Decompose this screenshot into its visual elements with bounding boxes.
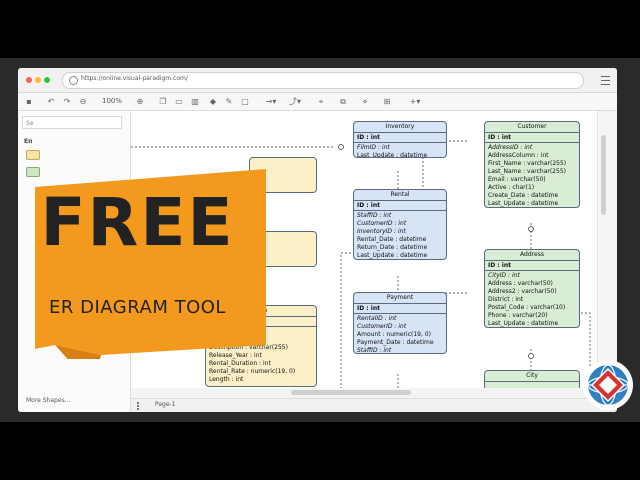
zoom-level[interactable]: 100%	[102, 97, 123, 105]
entity-attribute[interactable]: Rental_Date : datetime	[357, 236, 427, 243]
group-icon[interactable]: ⊞	[383, 97, 391, 106]
browser-titlebar: https://online.visual-paradigm.com/	[18, 68, 617, 93]
entity-address-title: Address	[485, 250, 579, 261]
address-bar-url: https://online.visual-paradigm.com/	[81, 75, 188, 82]
vertical-scroll-thumb[interactable]	[601, 135, 606, 215]
entity-shape-thumbnail[interactable]	[26, 150, 40, 160]
entity-attribute[interactable]: Active : char(1)	[488, 184, 535, 191]
entity-attribute[interactable]: Postal_Code : varchar(10)	[488, 304, 566, 311]
vertical-scrollbar[interactable]	[597, 111, 617, 398]
entity-attribute[interactable]: Last_Update : datetime	[488, 200, 559, 207]
entity-attribute[interactable]: Last_Name : varchar(255)	[488, 168, 566, 175]
connector-style-icon[interactable]: →▾	[265, 97, 277, 106]
entity-attribute[interactable]: Length : int	[209, 376, 244, 383]
entity-attribute[interactable]: AddressColumn : int	[488, 152, 549, 159]
shadow-icon[interactable]: ▢	[241, 97, 249, 106]
entity-attribute[interactable]: Amount : numeric(19, 0)	[357, 331, 431, 338]
entity-attribute[interactable]: First_Name : varchar(255)	[488, 160, 567, 167]
maximize-window-dot[interactable]	[44, 77, 50, 83]
close-window-dot[interactable]	[26, 77, 32, 83]
shape-search-input[interactable]: Se	[22, 116, 122, 129]
entity-inventory-title: Inventory	[354, 122, 446, 133]
entity-attribute[interactable]: ID : int	[485, 134, 579, 143]
entity-attribute[interactable]: Create_Date : datetime	[488, 192, 559, 199]
entity-attribute[interactable]: InventoryID : int	[357, 228, 406, 235]
align-icon[interactable]: ⌖	[318, 97, 324, 106]
page-tabs-bar: Page-1	[131, 398, 617, 412]
entity-attribute[interactable]: ID : int	[354, 134, 446, 143]
minimize-window-dot[interactable]	[35, 77, 41, 83]
more-shapes-link[interactable]: More Shapes...	[26, 397, 71, 404]
fill-color-icon[interactable]: ◆	[209, 97, 217, 106]
entity-attribute[interactable]: CustomerID : int	[357, 220, 407, 227]
paste-icon[interactable]: ▭	[175, 97, 183, 106]
entity-attribute[interactable]: AddressID : int	[488, 144, 533, 151]
entity-shape-thumbnail[interactable]	[26, 167, 40, 177]
entity-customer-title: Customer	[485, 122, 579, 133]
entity-city-title: City	[485, 371, 579, 382]
zoom-in-icon[interactable]: ⊕	[136, 97, 144, 106]
undo-icon[interactable]: ↶	[47, 97, 55, 106]
save-icon[interactable]: ▪	[26, 97, 32, 106]
delete-icon[interactable]: ▥	[191, 97, 199, 106]
entity-attribute[interactable]: Release_Year : int	[209, 352, 262, 359]
address-bar[interactable]: https://online.visual-paradigm.com/	[62, 72, 584, 89]
distribute-icon[interactable]: ⋄	[362, 97, 368, 106]
entity-attribute[interactable]: ID : int	[354, 305, 446, 314]
banner-background	[35, 169, 266, 355]
screen-stage: https://online.visual-paradigm.com/ ▪ ↶ …	[0, 58, 640, 422]
insert-icon[interactable]: +▾	[409, 97, 421, 106]
visual-paradigm-logo-icon	[583, 360, 633, 410]
entity-attribute[interactable]: CityID : int	[488, 272, 520, 279]
line-color-icon[interactable]: ✎	[225, 97, 233, 106]
entity-attribute[interactable]: Rental_Rate : numeric(19, 0)	[209, 368, 296, 375]
banner-ribbon-tail	[55, 345, 101, 359]
entity-attribute[interactable]: StaffID : int	[357, 347, 392, 354]
editor-toolbar: ▪ ↶ ↷ ⊖ 100% ⊕ ❐ ▭ ▥ ◆ ✎ ▢ →▾ ⤴▾ ⌖ ⧉ ⋄ ⊞…	[18, 93, 617, 131]
entity-attribute[interactable]: StaffID : int	[357, 212, 392, 219]
entity-attribute[interactable]: Last_Update : datetime	[488, 320, 559, 327]
redo-icon[interactable]: ↷	[63, 97, 71, 106]
connector-rental-staff	[340, 252, 351, 398]
entity-attribute[interactable]: Description : varchar(255)	[209, 344, 288, 351]
entity-rental-title: Rental	[354, 190, 446, 201]
shape-category-header[interactable]: En	[24, 138, 33, 145]
zoom-out-icon[interactable]: ⊖	[79, 97, 87, 106]
entity-attribute[interactable]: Address : varchar(50)	[488, 280, 553, 287]
banner-subtitle: ER DIAGRAM TOOL	[49, 297, 226, 318]
entity-attribute[interactable]: Last_Update : datetime	[357, 252, 428, 259]
entity-attribute[interactable]: Return_Date : datetime	[357, 244, 428, 251]
page-menu-icon[interactable]	[137, 402, 141, 410]
entity-attribute[interactable]: FilmID : int	[357, 144, 390, 151]
entity-attribute[interactable]: Phone : varchar(20)	[488, 312, 548, 319]
entity-attribute[interactable]: District : int	[488, 296, 524, 303]
promo-banner	[35, 169, 266, 359]
copy-icon[interactable]: ❐	[159, 97, 167, 106]
waypoint-style-icon[interactable]: ⤴▾	[288, 97, 301, 106]
entity-attribute[interactable]: Last_Update : datetime	[357, 152, 428, 158]
banner-title: FREE	[40, 184, 235, 261]
banner-text-wrap: FREE ER DIAGRAM TOOL	[35, 112, 266, 362]
entity-payment-title: Payment	[354, 293, 446, 304]
entity-attribute[interactable]: CustomerID : int	[357, 323, 407, 330]
entity-attribute[interactable]: ID : int	[485, 262, 579, 271]
horizontal-scrollbar[interactable]	[131, 388, 597, 398]
horizontal-scroll-thumb[interactable]	[291, 390, 411, 395]
entity-attribute[interactable]: ID : int	[354, 202, 446, 211]
entity-attribute[interactable]: Payment_Date : datetime	[357, 339, 434, 346]
entity-attribute[interactable]: Rental_Duration : int	[209, 360, 271, 367]
browser-menu-icon[interactable]	[601, 76, 610, 85]
page-tab[interactable]: Page-1	[155, 401, 176, 408]
globe-icon	[69, 76, 78, 85]
entity-attribute[interactable]: Address2 : varchar(50)	[488, 288, 557, 295]
entity-attribute[interactable]: Email : varchar(50)	[488, 176, 546, 183]
entity-attribute[interactable]: RentalID : int	[357, 315, 397, 322]
arrange-icon[interactable]: ⧉	[340, 97, 346, 106]
